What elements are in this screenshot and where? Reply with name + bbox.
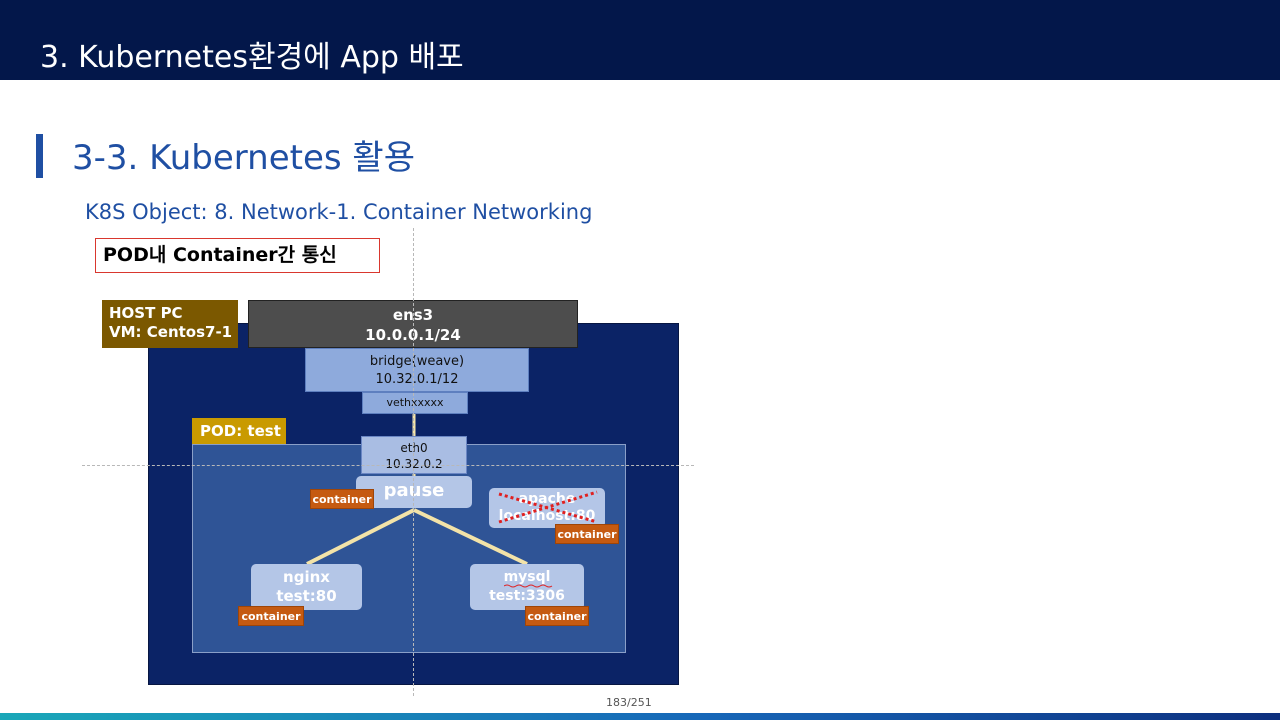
host-pc-label-line2: VM: Centos7-1	[109, 323, 233, 341]
host-pc-label-line1: HOST PC	[109, 304, 183, 322]
apache-port: localhost:80	[498, 508, 596, 524]
page-number: 183/251	[606, 696, 652, 709]
mysql-name: mysql	[503, 569, 551, 585]
nginx-port: test:80	[276, 587, 337, 605]
nginx-container: nginx test:80	[251, 564, 362, 610]
apache-container: apache localhost:80	[489, 488, 605, 528]
mysql-container-tag: container	[525, 606, 589, 626]
strike-cross-icon	[498, 490, 598, 524]
apache-container-tag: container	[555, 524, 619, 544]
pause-container-tag: container	[310, 489, 374, 509]
section-accent-bar	[36, 134, 43, 178]
callout-box: POD내 Container간 통신	[95, 238, 380, 273]
nginx-name: nginx	[283, 568, 330, 586]
eth0-interface: eth0 10.32.0.2	[361, 436, 467, 474]
veth-interface: vethxxxxx	[362, 392, 468, 414]
header-bar: 3. Kubernetes환경에 App 배포	[0, 0, 1280, 80]
vertical-guide-line	[413, 228, 414, 696]
section-title: 3-3. Kubernetes 활용	[72, 138, 415, 178]
pod-label: POD: test	[192, 418, 286, 444]
ens3-ip: 10.0.0.1/24	[365, 326, 461, 344]
bridge-ip: 10.32.0.1/12	[375, 372, 459, 387]
bridge-weave: bridge(weave) 10.32.0.1/12	[305, 348, 529, 392]
mysql-port: test:3306	[489, 588, 565, 604]
nginx-container-tag: container	[238, 606, 304, 626]
header-title: 3. Kubernetes환경에 App 배포	[40, 40, 464, 75]
footer-gradient-bar	[0, 713, 1280, 720]
eth0-ip: 10.32.0.2	[385, 457, 443, 471]
horizontal-guide-line	[82, 465, 694, 466]
pause-to-nginx-link	[306, 508, 415, 566]
spellcheck-underline	[504, 584, 553, 588]
apache-name: apache	[518, 491, 576, 507]
host-pc-label: HOST PC VM: Centos7-1	[102, 300, 238, 348]
pause-container: pause	[356, 476, 472, 508]
pause-to-mysql-link	[413, 508, 528, 566]
eth0-name: eth0	[400, 441, 428, 455]
section-subtitle: K8S Object: 8. Network-1. Container Netw…	[85, 200, 593, 224]
bridge-name: bridge(weave)	[369, 354, 465, 369]
